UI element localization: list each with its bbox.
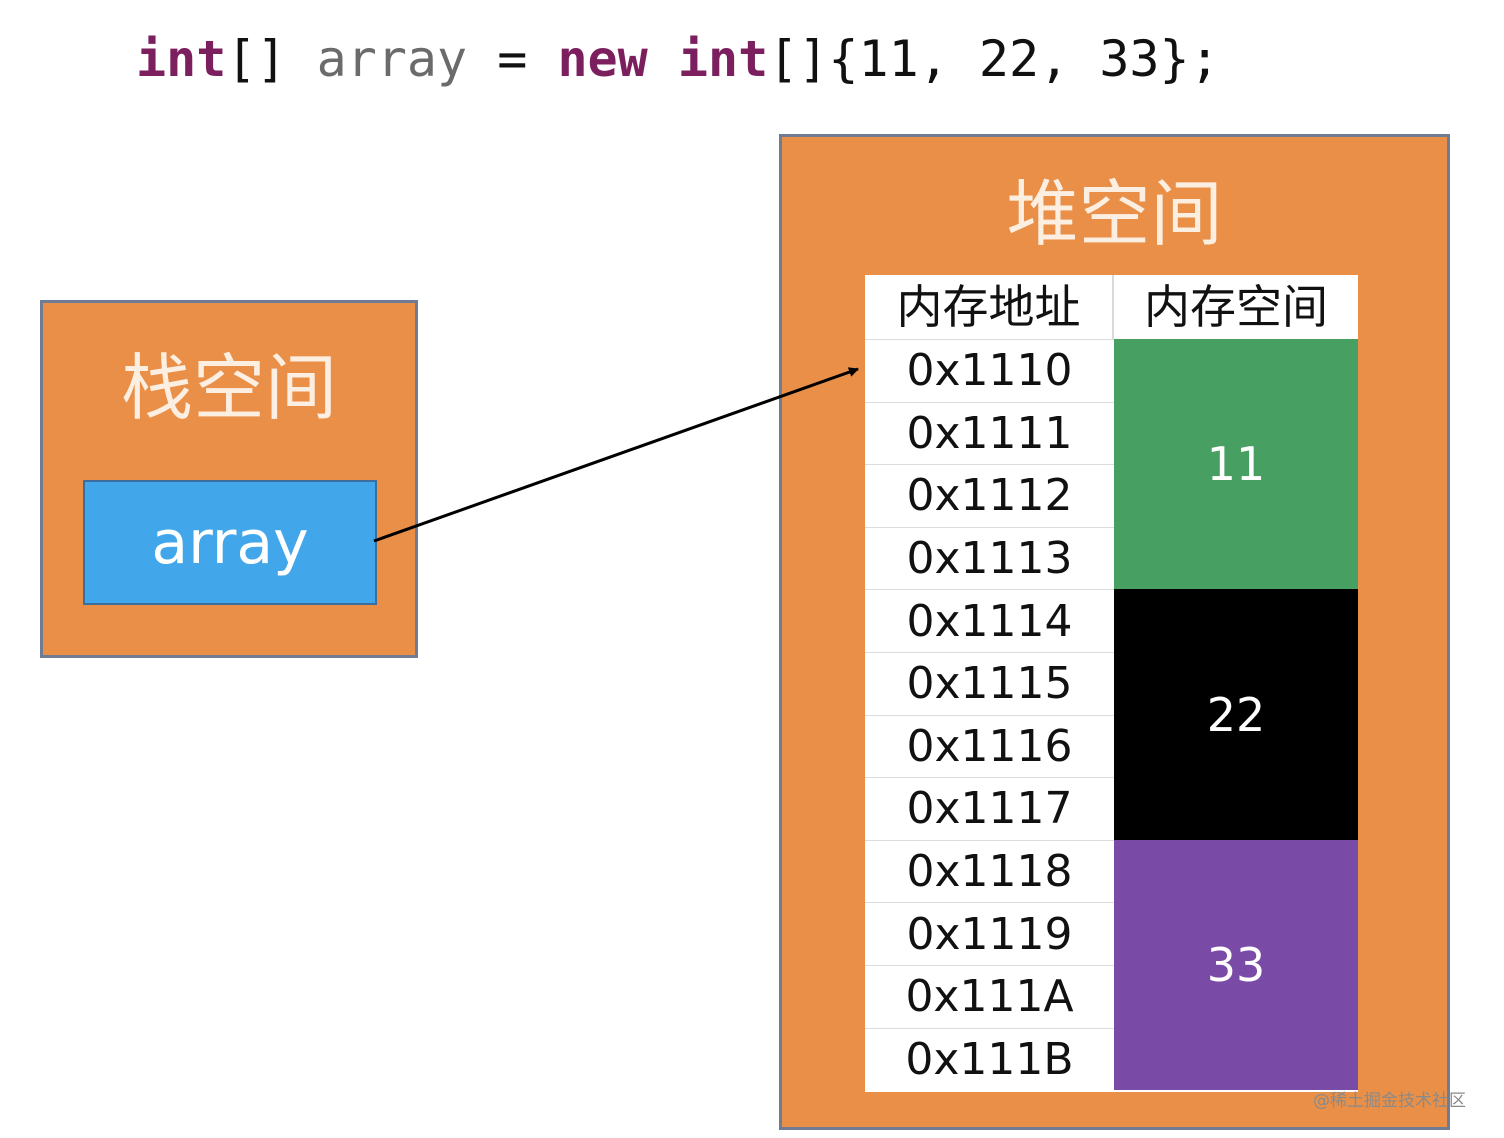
address-cell: 0x1117 xyxy=(865,777,1114,840)
code-assign: = xyxy=(467,30,558,88)
stack-space-box: 栈空间 array xyxy=(40,300,418,658)
address-cell: 0x1114 xyxy=(865,589,1114,652)
address-cell: 0x1113 xyxy=(865,526,1114,590)
value-block: 33 xyxy=(1114,839,1358,1091)
watermark: @稀土掘金技术社区 xyxy=(1313,1091,1466,1111)
value-block: 22 xyxy=(1114,589,1358,840)
value-block: 11 xyxy=(1114,339,1358,590)
memory-address-header: 内存地址 xyxy=(865,275,1114,339)
address-cell: 0x1111 xyxy=(865,401,1114,465)
address-cell: 0x1118 xyxy=(865,839,1114,903)
code-initializer: []{11, 22, 33}; xyxy=(768,30,1220,88)
memory-space-header: 内存空间 xyxy=(1144,280,1328,334)
address-cell: 0x111A xyxy=(865,965,1114,1028)
address-cell: 0x1110 xyxy=(865,339,1114,402)
array-variable-cell: array xyxy=(83,480,377,605)
heap-space-title: 堆空间 xyxy=(1006,172,1223,256)
address-cell: 0x111B xyxy=(865,1027,1114,1091)
pointer-line xyxy=(373,367,859,543)
stack-space-title: 栈空间 xyxy=(120,346,337,430)
address-cell: 0x1115 xyxy=(865,652,1114,715)
code-brackets: [] xyxy=(226,30,317,88)
address-cell: 0x1116 xyxy=(865,714,1114,778)
code-variable: array xyxy=(316,30,468,88)
code-keyword-int-2: int xyxy=(677,30,769,88)
address-cell: 0x1119 xyxy=(865,902,1114,965)
code-line: int[] array = new int[]{11, 22, 33}; xyxy=(136,24,1220,94)
code-keyword-new: new xyxy=(557,30,648,88)
code-keyword-int: int xyxy=(136,30,227,88)
address-cell: 0x1112 xyxy=(865,464,1114,527)
